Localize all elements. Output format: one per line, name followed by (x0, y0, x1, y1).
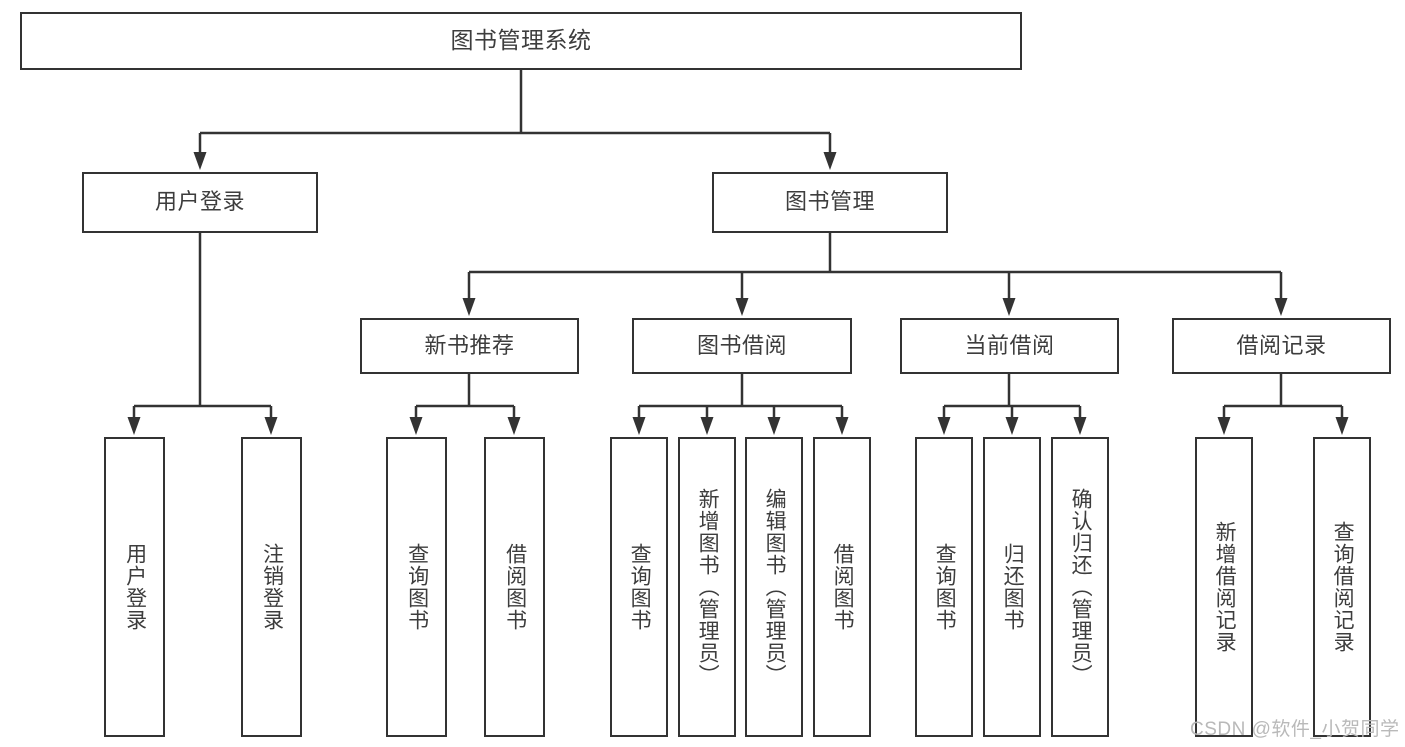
node-label: 查询图书 (628, 543, 652, 631)
module-node-user-login[interactable]: 用户登录 (82, 172, 318, 233)
function-node-leaf-add-borrow-record[interactable]: 新增借阅记录 (1195, 437, 1253, 737)
node-label: 查询图书 (933, 543, 957, 631)
function-node-leaf-query-book-borrow[interactable]: 查询图书 (610, 437, 668, 737)
node-label: 用户登录 (154, 189, 245, 215)
arrow-book-borrow-head (735, 298, 749, 316)
function-node-leaf-borrow-book[interactable]: 借阅图书 (813, 437, 871, 737)
function-node-leaf-return-book[interactable]: 归还图书 (983, 437, 1041, 737)
submodule-node-book-borrow[interactable]: 图书借阅 (632, 318, 852, 374)
arrow-book-manage-head (823, 152, 837, 170)
arrow-leaf-edit-book-admin-head (767, 417, 781, 435)
function-node-leaf-logout[interactable]: 注销登录 (241, 437, 302, 737)
root-node-root[interactable]: 图书管理系统 (20, 12, 1022, 70)
watermark: CSDN @软件_小贺同学 (1190, 719, 1400, 740)
function-node-leaf-confirm-return-admin[interactable]: 确认归还（管理员） (1051, 437, 1109, 737)
arrow-user-login-head (193, 152, 207, 170)
function-node-leaf-query-book-rec[interactable]: 查询图书 (386, 437, 447, 737)
node-label: 注销登录 (260, 543, 284, 631)
node-label: 借阅记录 (1236, 332, 1327, 358)
arrow-leaf-return-book-head (1005, 417, 1019, 435)
function-node-leaf-query-book-current[interactable]: 查询图书 (915, 437, 973, 737)
arrow-new-book-recommend-head (462, 298, 476, 316)
node-label: 查询图书 (405, 543, 429, 631)
function-node-leaf-edit-book-admin[interactable]: 编辑图书（管理员） (745, 437, 803, 737)
function-node-leaf-borrow-book-rec[interactable]: 借阅图书 (484, 437, 545, 737)
arrow-leaf-borrow-book-head (835, 417, 849, 435)
node-label: 新增图书（管理员） (696, 488, 720, 686)
node-label: 编辑图书（管理员） (763, 488, 787, 686)
node-label: 新增借阅记录 (1213, 521, 1237, 653)
arrow-leaf-query-book-rec-head (409, 417, 423, 435)
arrow-current-borrow-head (1002, 298, 1016, 316)
function-node-leaf-query-borrow-record[interactable]: 查询借阅记录 (1313, 437, 1371, 737)
arrow-leaf-query-book-borrow-head (632, 417, 646, 435)
arrow-leaf-query-book-current-head (937, 417, 951, 435)
node-label: 借阅图书 (831, 543, 855, 631)
arrow-leaf-user-login-head (127, 417, 141, 435)
submodule-node-borrow-record[interactable]: 借阅记录 (1172, 318, 1391, 374)
arrow-borrow-record-head (1274, 298, 1288, 316)
submodule-node-current-borrow[interactable]: 当前借阅 (900, 318, 1119, 374)
node-label: 借阅图书 (503, 543, 527, 631)
function-node-leaf-add-book-admin[interactable]: 新增图书（管理员） (678, 437, 736, 737)
module-node-book-manage[interactable]: 图书管理 (712, 172, 948, 233)
node-label: 归还图书 (1001, 543, 1025, 631)
node-label: 用户登录 (123, 543, 147, 631)
node-label: 图书管理系统 (450, 27, 592, 54)
submodule-node-new-book-recommend[interactable]: 新书推荐 (360, 318, 579, 374)
arrow-leaf-add-borrow-record-head (1217, 417, 1231, 435)
arrow-leaf-query-borrow-record-head (1335, 417, 1349, 435)
node-label: 图书管理 (784, 189, 875, 215)
arrow-leaf-add-book-admin-head (700, 417, 714, 435)
node-label: 当前借阅 (964, 332, 1055, 358)
node-label: 图书借阅 (696, 332, 787, 358)
function-node-leaf-user-login[interactable]: 用户登录 (104, 437, 165, 737)
arrow-leaf-borrow-book-rec-head (507, 417, 521, 435)
arrow-leaf-logout-head (264, 417, 278, 435)
node-label: 查询借阅记录 (1331, 521, 1355, 653)
node-label: 确认归还（管理员） (1069, 488, 1093, 686)
arrow-leaf-confirm-return-head (1073, 417, 1087, 435)
node-label: 新书推荐 (424, 332, 515, 358)
